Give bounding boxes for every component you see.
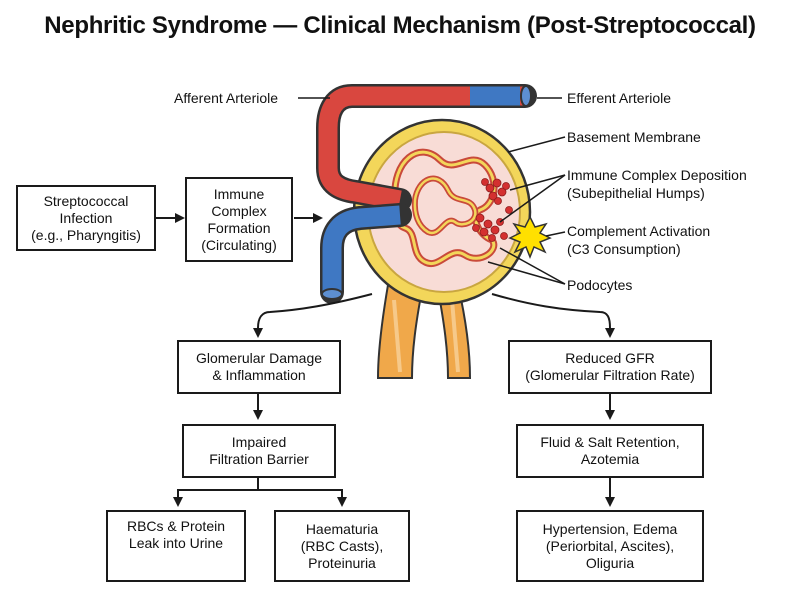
label-leaders (298, 97, 566, 285)
capillary-loops (391, 148, 498, 268)
page-title: Nephritic Syndrome — Clinical Mechanism … (44, 12, 756, 39)
box-haematuria: Haematuria(RBC Casts),Proteinuria (274, 510, 410, 582)
label-immune-deposition: Immune Complex Deposition(Subepithelial … (567, 167, 747, 201)
box-fluid-salt-retention: Fluid & Salt Retention,Azotemia (516, 424, 704, 478)
tubule (376, 283, 472, 379)
complement-burst-icon (508, 215, 552, 260)
flow-arrows (156, 213, 615, 507)
label-basement-membrane: Basement Membrane (567, 129, 701, 145)
label-podocytes: Podocytes (567, 277, 633, 293)
box-reduced-gfr: Reduced GFR(Glomerular Filtration Rate) (508, 340, 712, 394)
label-afferent-arteriole: Afferent Arteriole (174, 90, 279, 106)
box-glomerular-damage: Glomerular Damage& Inflammation (177, 340, 341, 394)
label-complement-activation: Complement Activation(C3 Consumption) (567, 223, 711, 257)
box-hypertension-edema: Hypertension, Edema(Periorbital, Ascites… (516, 510, 704, 582)
label-efferent-arteriole: Efferent Arteriole (567, 90, 672, 106)
